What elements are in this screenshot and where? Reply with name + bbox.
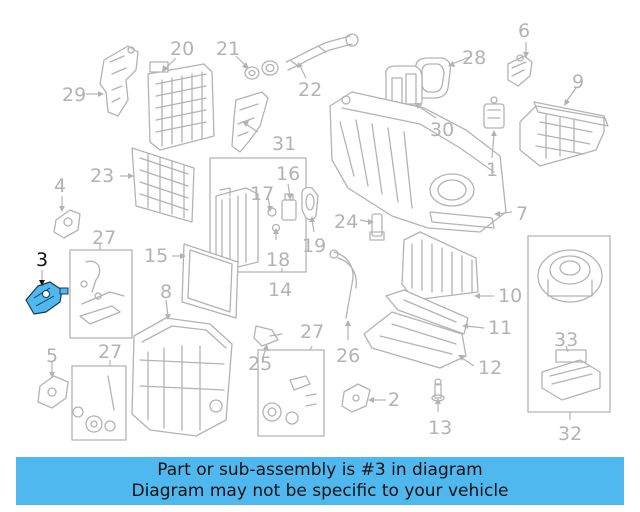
- callout-7: 7: [516, 203, 528, 225]
- callout-10: 10: [498, 285, 522, 307]
- callout-5: 5: [46, 345, 58, 367]
- callout-14: 14: [268, 279, 292, 301]
- part-12-cover: [363, 311, 467, 369]
- part-8-lower-case: [131, 317, 233, 437]
- callout-15: 15: [144, 245, 168, 267]
- part-26-drain-hose: [329, 249, 357, 319]
- part-16-valve: [281, 193, 297, 221]
- part-25-connector: [253, 325, 283, 347]
- callout-19: 19: [302, 235, 326, 257]
- callout-11: 11: [488, 317, 512, 339]
- part-20-heater-core: [147, 61, 215, 151]
- part-30-bracket: [99, 45, 139, 117]
- callout-4: 4: [54, 175, 66, 197]
- part-27-group-box-lower: [71, 365, 127, 441]
- callout-numbers: 29 20 21 22 28 30 6 9 1 31 23 4 7 24 16 …: [36, 20, 584, 445]
- hvac-case: [329, 91, 507, 233]
- callout-21: 21: [216, 38, 240, 60]
- callout-20: 20: [170, 38, 194, 60]
- callout-26: 26: [336, 345, 360, 367]
- callout-27-left: 27: [92, 227, 116, 249]
- callout-32: 32: [558, 423, 582, 445]
- callout-31: 31: [272, 133, 296, 155]
- callout-1: 1: [486, 159, 498, 181]
- banner-line-2: Diagram may not be specific to your vehi…: [131, 481, 509, 501]
- callout-9: 9: [572, 71, 584, 93]
- callout-28: 28: [462, 47, 486, 69]
- part-5-actuator: [37, 375, 69, 409]
- callout-30: 29: [62, 84, 86, 106]
- part-21-seal: [244, 60, 279, 80]
- banner-line-1: Part or sub-assembly is #3 in diagram: [157, 460, 483, 480]
- callout-27-center: 27: [300, 321, 324, 343]
- callout-24: 24: [334, 211, 358, 233]
- part-23-core: [131, 147, 195, 223]
- callout-6: 6: [518, 20, 530, 42]
- callout-8: 8: [160, 281, 172, 303]
- info-banner: Part or sub-assembly is #3 in diagram Di…: [16, 457, 624, 505]
- callout-12: 12: [478, 357, 502, 379]
- part-19-seal: [301, 186, 319, 221]
- callout-23: 23: [90, 165, 114, 187]
- part-31-bracket: [231, 91, 269, 153]
- callout-25: 25: [248, 353, 272, 375]
- parts-diagram: 29 20 21 22 28 30 6 9 1 31 23 4 7 24 16 …: [25, 20, 611, 445]
- part-22-pipes: [285, 33, 359, 71]
- part-9-housing: [519, 101, 609, 167]
- part-32-group-box: [527, 235, 611, 413]
- callout-17: 17: [250, 183, 274, 205]
- callout-33: 33: [554, 329, 578, 351]
- callout-18: 18: [266, 249, 290, 271]
- callout-2: 2: [388, 389, 400, 411]
- part-15-frame: [181, 243, 239, 319]
- part-27-group-box-center: [257, 349, 325, 437]
- part-1-actuator: [483, 96, 505, 129]
- callout-27-lower: 27: [98, 341, 122, 363]
- leader-lines: [39, 42, 577, 420]
- part-13-fastener: [431, 378, 445, 402]
- part-2-actuator: [341, 383, 371, 413]
- part-3-actuator-highlighted: [25, 281, 69, 315]
- callout-16: 16: [276, 163, 300, 185]
- callout-29: 30: [430, 119, 454, 141]
- part-27-group-box-left: [69, 249, 133, 339]
- part-32-blower-motor: [537, 249, 603, 303]
- part-24-sensor: [369, 213, 385, 241]
- part-17-18-seals: [267, 207, 281, 233]
- callout-22: 22: [298, 79, 322, 101]
- part-10-cabin-filter: [401, 231, 479, 301]
- callout-3-highlighted: 3: [36, 249, 48, 271]
- part-6-bracket: [507, 54, 533, 87]
- part-4-actuator: [53, 209, 81, 239]
- callout-13: 13: [428, 417, 452, 439]
- part-33-resistor: [541, 349, 601, 401]
